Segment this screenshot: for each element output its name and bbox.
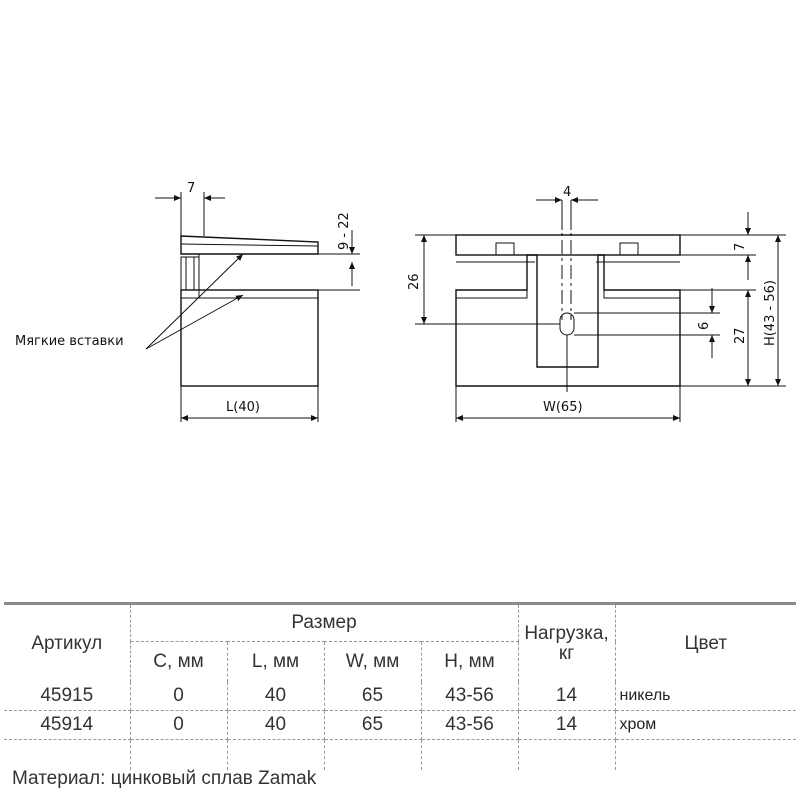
header-w-mm: W, мм <box>324 641 422 682</box>
cell-article: 45914 <box>4 710 131 740</box>
header-l-mm: L, мм <box>227 641 325 682</box>
header-article: Артикул <box>4 603 131 682</box>
header-h-mm: H, мм <box>421 641 519 682</box>
header-size: Размер <box>130 603 519 642</box>
front-dim-6-label: 6 <box>697 322 712 330</box>
side-dim-top-label: 7 <box>187 181 195 196</box>
cell-load: 14 <box>518 682 616 711</box>
front-top-plate <box>455 234 681 256</box>
side-view: 7 9 - 22 L(40) Мягкие вставки <box>15 181 360 422</box>
spec-table: Артикул Размер Нагрузка, кг Цвет C, мм L… <box>4 602 796 770</box>
cell-l: 40 <box>227 710 325 740</box>
cell-w: 65 <box>324 710 422 740</box>
front-dim-top-label: 4 <box>563 185 571 200</box>
table-row-empty <box>4 739 796 770</box>
cell-w: 65 <box>324 682 422 711</box>
cell-article: 45915 <box>4 682 131 711</box>
header-color: Цвет <box>684 632 728 654</box>
side-dim-gap-label: 9 - 22 <box>337 212 352 250</box>
cell-load: 14 <box>518 710 616 740</box>
front-dim-26-label: 26 <box>407 273 422 290</box>
front-view: 4 26 7 6 27 H(43 - 56) W(65) <box>407 185 786 422</box>
cell-c: 0 <box>130 682 228 711</box>
front-body <box>455 254 681 387</box>
cell-color: никель <box>615 682 796 711</box>
front-dim-width-label: W(65) <box>543 400 583 415</box>
material-note: Материал: цинковый сплав Zamak <box>12 768 317 789</box>
side-dim-length-label: L(40) <box>226 400 260 415</box>
cell-h: 43-56 <box>421 682 519 711</box>
cell-l: 40 <box>227 682 325 711</box>
front-dim-height-label: H(43 - 56) <box>763 280 778 346</box>
table-row: 45915 0 40 65 43-56 14 никель <box>4 682 796 711</box>
cell-h: 43-56 <box>421 710 519 740</box>
front-dim-7-label: 7 <box>733 243 748 251</box>
header-load: Нагрузка, кг <box>518 603 616 682</box>
table-row: 45914 0 40 65 43-56 14 хром <box>4 710 796 740</box>
cell-c: 0 <box>130 710 228 740</box>
header-c-mm: C, мм <box>130 641 228 682</box>
front-dim-27-label: 27 <box>733 327 748 344</box>
cell-color: хром <box>615 710 796 740</box>
soft-inserts-callout: Мягкие вставки <box>15 334 124 349</box>
technical-drawing: 7 9 - 22 L(40) Мягкие вставки <box>15 181 786 422</box>
side-body <box>180 289 319 387</box>
